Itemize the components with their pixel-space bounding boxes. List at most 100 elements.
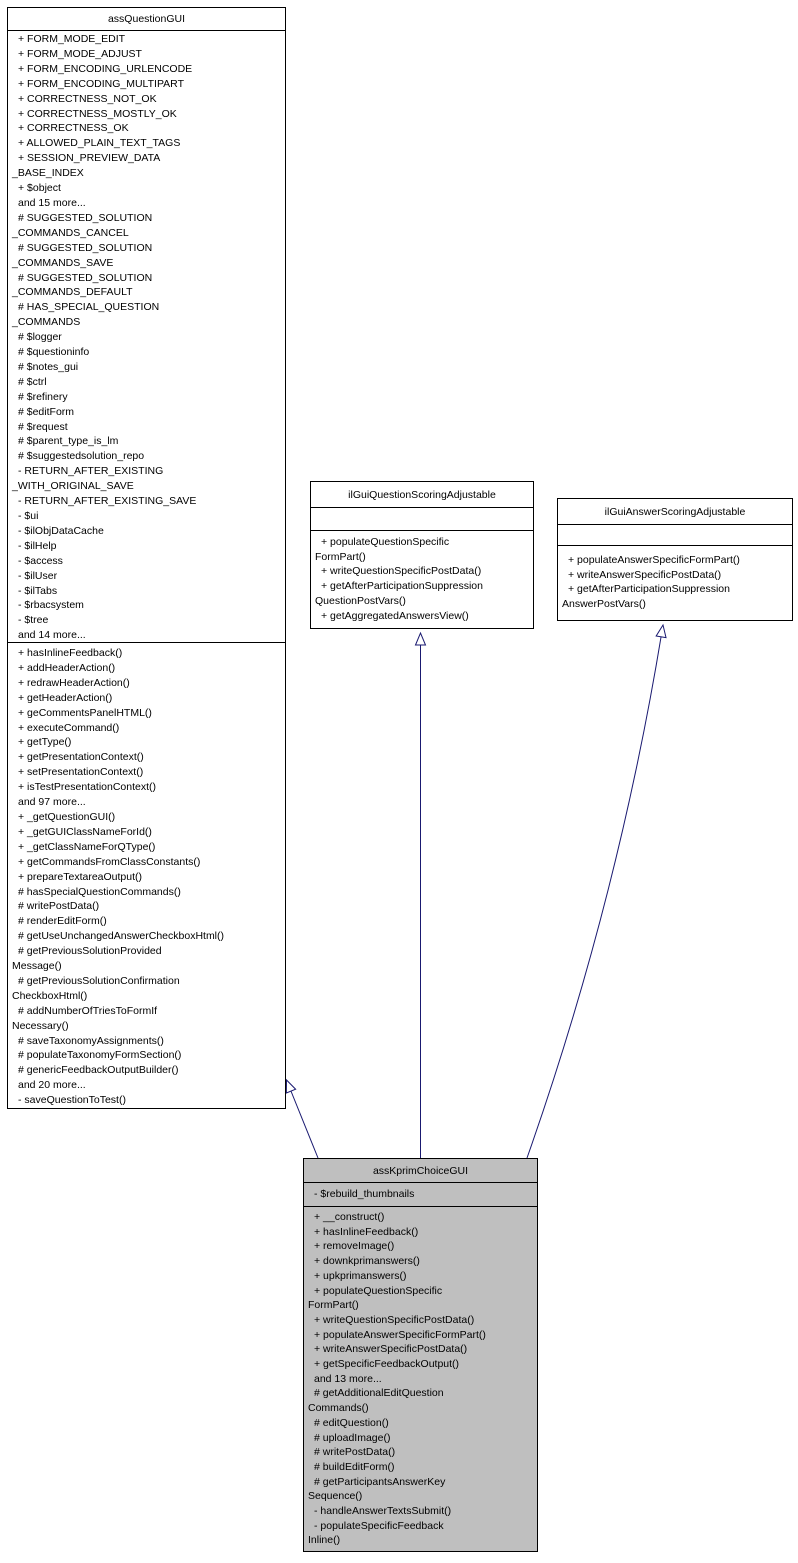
member-line: # editQuestion() <box>314 1416 389 1429</box>
member-line: - saveQuestionToTest() <box>18 1094 126 1107</box>
member-line: _COMMANDS_SAVE <box>12 256 114 269</box>
class-title: assKprimChoiceGUI <box>304 1159 537 1183</box>
member-line: + CORRECTNESS_MOSTLY_OK <box>18 107 177 120</box>
member-line: + removeImage() <box>314 1240 395 1253</box>
member-line: # writePostData() <box>18 900 100 913</box>
class-box-ilguiquestionscoringadjustable[interactable]: ilGuiQuestionScoringAdjustable + populat… <box>310 481 534 629</box>
member-line: + ALLOWED_PLAIN_TEXT_TAGS <box>18 137 181 150</box>
class-title: ilGuiQuestionScoringAdjustable <box>311 482 533 508</box>
member-line: - $ilTabs <box>18 584 58 597</box>
member-line: # SUGGESTED_SOLUTION <box>18 271 153 284</box>
member-line: _WITH_ORIGINAL_SAVE <box>12 480 134 493</box>
class-attributes: + FORM_MODE_EDIT + FORM_MODE_ADJUST + FORM… <box>8 31 285 643</box>
class-box-asskprimchoicegui[interactable]: assKprimChoiceGUI - $rebuild_thumbnails … <box>303 1158 538 1552</box>
member-line: # $notes_gui <box>18 360 79 373</box>
member-line: Commands() <box>308 1402 369 1415</box>
member-line: _COMMANDS <box>12 316 81 329</box>
member-line: + geCommentsPanelHTML() <box>18 706 152 719</box>
member-line: + populateAnswerSpecificFormPart() <box>314 1328 486 1341</box>
member-line: - $rebuild_thumbnails <box>314 1188 415 1200</box>
member-line: and 97 more... <box>18 796 86 809</box>
member-line: _COMMANDS_CANCEL <box>12 226 129 239</box>
member-line: + FORM_MODE_EDIT <box>18 33 126 45</box>
member-line: - populateSpecificFeedback <box>314 1519 444 1532</box>
member-line: + SESSION_PREVIEW_DATA <box>18 152 161 165</box>
class-attributes: - $rebuild_thumbnails <box>304 1183 537 1207</box>
member-line: # genericFeedbackOutputBuilder() <box>18 1064 179 1077</box>
member-line: + $object <box>18 182 61 195</box>
member-line: # SUGGESTED_SOLUTION <box>18 241 153 254</box>
class-methods: + hasInlineFeedback() + addHeaderAction()… <box>8 643 285 1108</box>
class-title: assQuestionGUI <box>8 8 285 31</box>
member-line: # addNumberOfTriesToFormIf <box>18 1004 158 1017</box>
member-line: # saveTaxonomyAssignments() <box>18 1034 164 1047</box>
member-line: + populateAnswerSpecificFormPart() <box>568 554 740 566</box>
member-line: + hasInlineFeedback() <box>18 647 123 659</box>
member-line: - RETURN_AFTER_EXISTING <box>18 465 164 478</box>
member-line: + getType() <box>18 736 72 749</box>
member-line: and 20 more... <box>18 1079 86 1092</box>
member-line: + writeAnswerSpecificPostData() <box>314 1343 468 1356</box>
class-box-assquestiongui[interactable]: assQuestionGUI + FORM_MODE_EDIT+ FORM_MO… <box>7 7 286 1109</box>
member-line: # $ctrl <box>18 375 47 388</box>
member-line: Message() <box>12 960 62 973</box>
inheritance-edge-to-assquestiongui <box>285 1078 319 1159</box>
member-line: AnswerPostVars() <box>562 598 646 611</box>
member-line: - RETURN_AFTER_EXISTING_SAVE <box>18 495 197 508</box>
member-line: + getAfterParticipationSuppression <box>321 580 483 593</box>
member-line: _BASE_INDEX <box>12 167 84 180</box>
member-line: + getSpecificFeedbackOutput() <box>314 1358 460 1371</box>
member-line: + _getQuestionGUI() <box>18 810 116 823</box>
member-line: # getParticipantsAnswerKey <box>314 1475 446 1488</box>
member-line: + isTestPresentationContext() <box>18 781 157 794</box>
member-line: # $refinery <box>18 390 68 403</box>
member-line: and 14 more... <box>18 629 86 642</box>
class-attributes <box>311 508 533 531</box>
member-line: # $request <box>18 420 68 433</box>
member-line: Sequence() <box>308 1490 363 1503</box>
member-line: + _getGUIClassNameForId() <box>18 825 152 838</box>
member-line: - $ilHelp <box>18 539 57 552</box>
class-title: ilGuiAnswerScoringAdjustable <box>558 499 792 525</box>
member-line: and 13 more... <box>314 1372 382 1385</box>
member-line: # SUGGESTED_SOLUTION <box>18 211 153 224</box>
member-line: + prepareTextareaOutput() <box>18 870 143 883</box>
member-line: + __construct() <box>314 1211 385 1223</box>
member-line: + FORM_MODE_ADJUST <box>18 47 142 60</box>
member-line: # buildEditForm() <box>314 1460 395 1473</box>
member-line: Inline() <box>308 1534 341 1547</box>
inheritance-edge-to-ilguianswerscoringadjustable <box>526 623 667 1159</box>
member-line: + getHeaderAction() <box>18 691 113 704</box>
member-line: + getCommandsFromClassConstants() <box>18 855 201 868</box>
member-line: + FORM_ENCODING_MULTIPART <box>18 77 184 90</box>
member-line: # getUseUnchangedAnswerCheckboxHtml() <box>18 930 225 943</box>
member-line: + getAggregatedAnswersView() <box>321 609 469 622</box>
class-box-ilguianswerscoringadjustable[interactable]: ilGuiAnswerScoringAdjustable + populateA… <box>557 498 793 621</box>
member-line: # hasSpecialQuestionCommands() <box>18 885 181 898</box>
member-line: Necessary() <box>12 1019 69 1032</box>
member-line: + populateQuestionSpecific <box>321 536 450 548</box>
member-line: # $parent_type_is_lm <box>18 435 119 448</box>
member-line: + writeAnswerSpecificPostData() <box>568 568 722 581</box>
member-line: _COMMANDS_DEFAULT <box>12 286 133 299</box>
member-line: # uploadImage() <box>314 1431 391 1444</box>
member-line: + populateQuestionSpecific <box>314 1284 443 1297</box>
member-line: + _getClassNameForQType() <box>18 840 156 853</box>
member-line: + writeQuestionSpecificPostData() <box>321 565 482 578</box>
member-line: - handleAnswerTextsSubmit() <box>314 1505 452 1518</box>
member-line: + downkprimanswers() <box>314 1255 420 1268</box>
member-line: and 15 more... <box>18 196 86 209</box>
member-line: # HAS_SPECIAL_QUESTION <box>18 301 160 314</box>
member-line: # $logger <box>18 331 62 344</box>
member-line: QuestionPostVars() <box>315 594 406 607</box>
member-line: + addHeaderAction() <box>18 661 116 674</box>
member-line: # getPreviousSolutionConfirmation <box>18 974 180 987</box>
member-line: + getAfterParticipationSuppression <box>568 583 730 596</box>
member-line: # $suggestedsolution_repo <box>18 450 145 463</box>
member-line: # populateTaxonomyFormSection() <box>18 1049 182 1062</box>
member-line: # getAdditionalEditQuestion <box>314 1387 444 1400</box>
member-line: + upkprimanswers() <box>314 1269 407 1282</box>
member-line: FormPart() <box>315 550 366 563</box>
member-line: - $rbacsystem <box>18 599 84 612</box>
